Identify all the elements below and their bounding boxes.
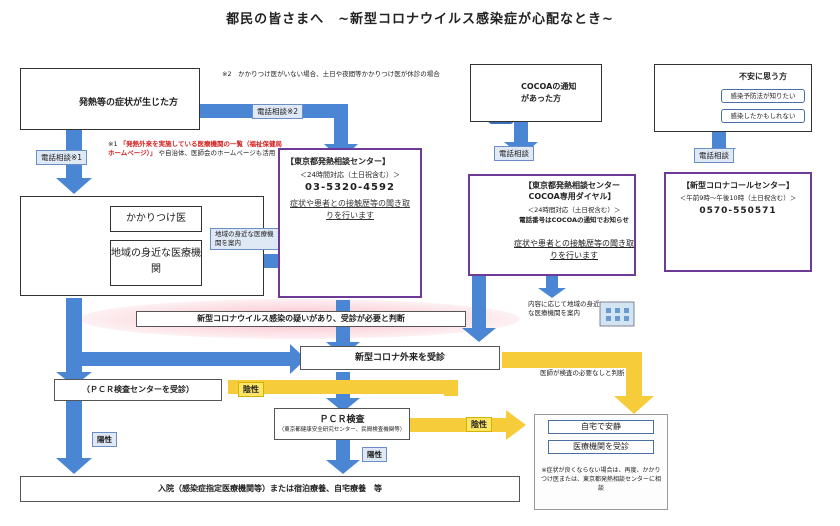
phone-consult-call: 電話相談: [694, 148, 734, 163]
guide-cocoa-text: 内容に応じて地域の身近な医療機関を案内: [528, 300, 600, 317]
negative-tag-2: 陰性: [466, 417, 492, 432]
suspect-banner: 新型コロナウイルス感染の疑いがあり、受診が必要と判断: [136, 311, 466, 327]
note-2: ※2 かかりつけ医がいない場合、土日や夜間等かかりつけ医が休診の場合: [222, 70, 440, 78]
call-center-title: 【新型コロナコールセンター】: [682, 181, 794, 190]
call-center-box: 【新型コロナコールセンター】 ＜午前9時～午後10時（土日祝含む）＞ 0570-…: [664, 172, 812, 272]
anxious-label: 不安に思う方: [739, 72, 787, 81]
note-1-rest: や自治体、医師会のホームページも活用: [158, 149, 276, 157]
phone-consult-label-2: 電話相談※2: [252, 104, 304, 119]
negative-tag-1: 陰性: [238, 382, 264, 397]
cocoa-notify-box: COCOAの通知があった方: [470, 64, 602, 122]
cocoa-center-hours: ＜24時間対応（土日祝含む）＞: [527, 206, 621, 214]
phone-consult-label-1: 電話相談※1: [36, 150, 88, 165]
anxious-bubble-2: 感染したかもしれない: [721, 109, 805, 123]
hospital-box: 入院（感染症指定医療機関等）または宿泊療養、自宅療養 等: [20, 476, 520, 502]
note-1-prefix: ※1: [108, 140, 118, 148]
no-test-needed-note: 医師が検査の必要なしと判断: [540, 369, 625, 377]
cocoa-center-desc: 症状や患者との接触歴等の聞き取りを行います: [514, 239, 634, 260]
positive-tag-2: 陽性: [362, 447, 387, 462]
guide-local-label: 地域の身近な医療機関を案内: [210, 228, 284, 250]
fever-center-title: 【東京都発熱相談センター】: [286, 157, 390, 166]
fever-symptom-label: 発熱等の症状が生じた方: [79, 98, 179, 108]
pcr-center-box: （ＰＣＲ検査センターを受診）: [54, 379, 222, 401]
fever-center-phone[interactable]: 03-5320-4592: [305, 182, 395, 193]
pcr-test-sub: （東京都健康安全研究センター、民間検査機関等）: [278, 427, 406, 433]
cocoa-center-note: 電話番号はCOCOAの通知でお知らせ: [519, 216, 629, 224]
kakaritsuke-label: かかりつけ医: [125, 213, 187, 224]
call-center-phone[interactable]: 0570-550571: [699, 206, 777, 216]
bottom-note: ※症状が良くならない場合は、再度、かかりつけ医または、東京都発熱相談センターに相…: [540, 467, 661, 492]
local-med-label: 地域の身近な医療機関: [111, 248, 201, 275]
fever-symptom-box: 発熱等の症状が生じた方: [20, 68, 200, 130]
positive-tag-1: 陽性: [92, 432, 117, 447]
fever-center-box: 【東京都発熱相談センター】 ＜24時間対応（土日祝含む）＞ 03-5320-45…: [278, 148, 422, 298]
cocoa-center-title: 【東京都発熱相談センターCOCOA専用ダイヤル】: [524, 181, 620, 201]
local-med-box: 地域の身近な医療機関: [110, 240, 202, 286]
kakaritsuke-box: かかりつけ医: [110, 206, 202, 232]
cocoa-notify-label: COCOAの通知があった方: [521, 82, 577, 103]
pcr-test-box: ＰＣＲ検査 （東京都健康安全研究センター、民間検査機関等）: [274, 408, 410, 440]
hospital-illustration: [599, 301, 635, 327]
cocoa-center-box: 【東京都発熱相談センターCOCOA専用ダイヤル】 ＜24時間対応（土日祝含む）＞…: [468, 174, 636, 276]
call-center-hours: ＜午前9時～午後10時（土日祝含む）＞: [679, 194, 797, 202]
fever-center-hours: ＜24時間対応（土日祝含む）＞: [300, 171, 400, 179]
note-1-link-text[interactable]: 「発熱外来を実施している医療機関の一覧（福祉保健局ホームページ）」: [108, 140, 282, 157]
med-visit-box: 医療機関を受診: [548, 440, 654, 454]
note-1: ※1 「発熱外来を実施している医療機関の一覧（福祉保健局ホームページ）」 や自治…: [108, 140, 284, 158]
home-rest-box: 自宅で安静: [548, 420, 654, 434]
pcr-test-title: ＰＣＲ検査: [319, 415, 365, 425]
anxious-bubble-1: 感染予防法が知りたい: [721, 89, 805, 103]
phone-consult-cocoa: 電話相談: [494, 146, 534, 161]
page-title: 都民の皆さまへ ~新型コロナウイルス感染症が心配なとき~: [226, 12, 614, 27]
fever-center-desc: 症状や患者との接触歴等の聞き取りを行います: [290, 199, 410, 220]
anxious-box: 不安に思う方 感染予防法が知りたい 感染したかもしれない: [654, 64, 812, 132]
outpatient-box: 新型コロナ外来を受診: [300, 346, 500, 370]
